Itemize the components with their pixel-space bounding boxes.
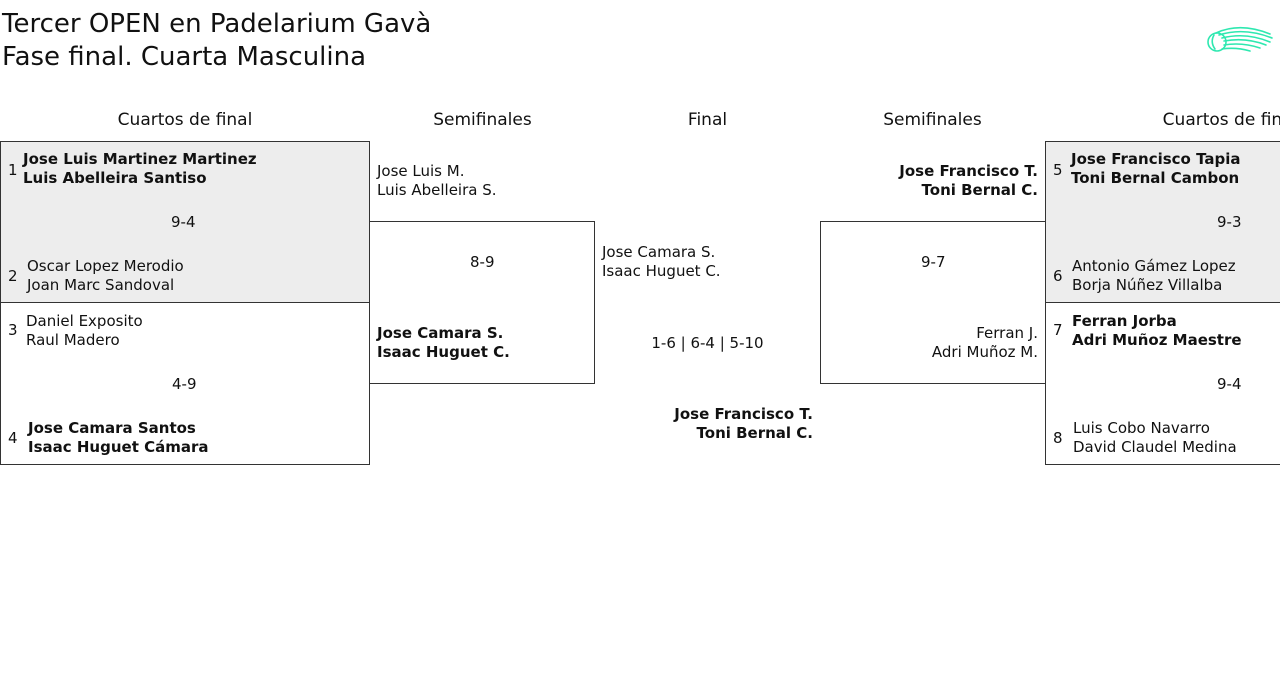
match-card-qf-4[interactable]: 7 Ferran Jorba Adri Muñoz Maestre 9-4 8 … xyxy=(1045,302,1280,465)
player-name: Luis Abelleira Santiso xyxy=(23,169,207,187)
match-card-sf-left[interactable]: 8-9 Jose Camara S. Isaac Huguet C. xyxy=(369,221,595,384)
column-header-final: Final xyxy=(687,110,728,130)
title-line-2: Fase final. Cuarta Masculina xyxy=(2,42,367,72)
player-name: Ferran Jorba xyxy=(1072,312,1177,330)
match-score: 8-9 xyxy=(470,253,495,271)
match-score: 4-9 xyxy=(172,375,197,393)
match-card-qf-3[interactable]: 5 Jose Francisco Tapia Toni Bernal Cambo… xyxy=(1045,141,1280,303)
team-name: Ferran J. Adri Muñoz M. xyxy=(821,324,1038,362)
right-bracket-region: Cuartos de final 5 Jose Francisco Tapia … xyxy=(1045,0,1280,697)
player-name: Toni Bernal C. xyxy=(921,181,1038,199)
seed-number: 3 xyxy=(8,321,18,339)
player-name: Daniel Exposito xyxy=(26,312,143,330)
team-name-winner: Jose Camara Santos Isaac Huguet Cámara xyxy=(28,419,208,457)
seed-number: 5 xyxy=(1053,161,1063,179)
player-name: Jose Camara S. xyxy=(377,324,504,342)
player-name: Ferran J. xyxy=(976,324,1038,342)
team-name: Jose Camara S. Isaac Huguet C. xyxy=(602,243,721,281)
match-card-qf-2[interactable]: 3 Daniel Exposito Raul Madero 4-9 4 Jose… xyxy=(0,302,370,465)
match-score: 9-4 xyxy=(171,213,196,231)
match-card-sf-right[interactable]: 9-7 Ferran J. Adri Muñoz M. xyxy=(820,221,1046,384)
team-name-winner: Jose Luis Martinez Martinez Luis Abellei… xyxy=(23,150,257,188)
final-score: 1-6 | 6-4 | 5-10 xyxy=(651,334,764,352)
player-name: Jose Francisco T. xyxy=(674,405,813,423)
player-name: David Claudel Medina xyxy=(1073,438,1237,456)
seed-number: 4 xyxy=(8,429,18,447)
player-name: Jose Camara S. xyxy=(602,243,716,261)
player-name: Adri Muñoz M. xyxy=(931,343,1038,361)
match-card-qf-1[interactable]: 1 Jose Luis Martinez Martinez Luis Abell… xyxy=(0,141,370,303)
team-name: Daniel Exposito Raul Madero xyxy=(26,312,143,350)
player-name: Adri Muñoz Maestre xyxy=(1072,331,1242,349)
padel-ball-logo-icon xyxy=(1207,26,1273,52)
seed-number: 7 xyxy=(1053,321,1063,339)
player-name: Jose Francisco Tapia xyxy=(1071,150,1241,168)
team-name-winner: Jose Francisco Tapia Toni Bernal Cambon xyxy=(1071,150,1241,188)
seed-number: 2 xyxy=(8,267,18,285)
seed-number: 1 xyxy=(8,161,18,179)
player-name: Borja Núñez Villalba xyxy=(1072,276,1223,294)
player-name: Joan Marc Sandoval xyxy=(27,276,175,294)
match-score: 9-3 xyxy=(1217,213,1242,231)
player-name: Isaac Huguet C. xyxy=(377,343,510,361)
team-name-winner: Jose Francisco T. Toni Bernal C. xyxy=(820,162,1038,200)
column-header-quarterfinals-left: Cuartos de final xyxy=(117,110,253,130)
team-name: Oscar Lopez Merodio Joan Marc Sandoval xyxy=(27,257,184,295)
player-name: Luis Cobo Navarro xyxy=(1073,419,1210,437)
match-score: 9-7 xyxy=(921,253,946,271)
player-name: Jose Camara Santos xyxy=(28,419,196,437)
player-name: Antonio Gámez Lopez xyxy=(1072,257,1236,275)
column-header-quarterfinals-right: Cuartos de final xyxy=(1162,110,1280,130)
column-header-semifinals-left: Semifinales xyxy=(433,110,532,130)
team-name-winner: Jose Francisco T. Toni Bernal C. xyxy=(595,405,813,443)
player-name: Toni Bernal C. xyxy=(696,424,813,442)
player-name: Jose Francisco T. xyxy=(899,162,1038,180)
player-name: Luis Abelleira S. xyxy=(377,181,497,199)
player-name: Jose Luis Martinez Martinez xyxy=(23,150,257,168)
seed-number: 6 xyxy=(1053,267,1063,285)
match-score: 9-4 xyxy=(1217,375,1242,393)
team-name-winner: Jose Camara S. Isaac Huguet C. xyxy=(377,324,510,362)
team-name-winner: Ferran Jorba Adri Muñoz Maestre xyxy=(1072,312,1242,350)
column-header-semifinals-right: Semifinales xyxy=(883,110,982,130)
team-name: Jose Luis M. Luis Abelleira S. xyxy=(377,162,497,200)
title-line-1: Tercer OPEN en Padelarium Gavà xyxy=(2,9,432,39)
team-name: Antonio Gámez Lopez Borja Núñez Villalba xyxy=(1072,257,1236,295)
seed-number: 8 xyxy=(1053,429,1063,447)
player-name: Toni Bernal Cambon xyxy=(1071,169,1240,187)
player-name: Isaac Huguet Cámara xyxy=(28,438,209,456)
team-name: Luis Cobo Navarro David Claudel Medina xyxy=(1073,419,1237,457)
player-name: Oscar Lopez Merodio xyxy=(27,257,184,275)
player-name: Raul Madero xyxy=(26,331,120,349)
page-title: Tercer OPEN en Padelarium Gavà Fase fina… xyxy=(2,8,431,74)
player-name: Jose Luis M. xyxy=(377,162,465,180)
player-name: Isaac Huguet C. xyxy=(602,262,721,280)
